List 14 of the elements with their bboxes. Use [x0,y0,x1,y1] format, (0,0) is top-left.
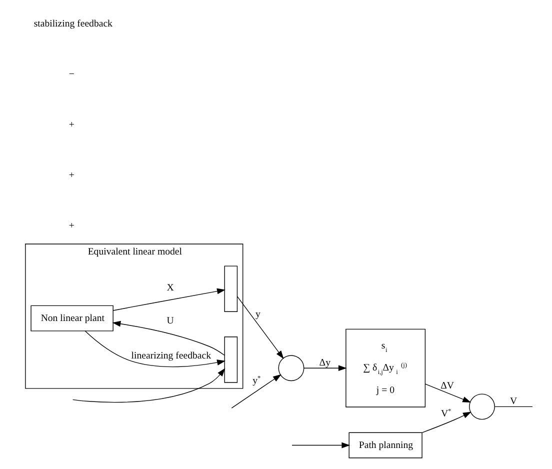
label: + [68,220,74,232]
edge-label: U [166,315,174,326]
edge-label: linearizing feedback [130,350,211,362]
edge-label: ΔV [440,380,454,392]
edge-label: Δy [318,357,330,368]
edge-label: y [254,309,260,320]
edge-label: V [510,396,517,408]
label: − [68,68,74,80]
label: + [68,170,74,181]
edge-label: y$^{*}$ [252,375,260,387]
edge-label: X [166,282,174,294]
label: + [68,119,74,130]
edge-label: V$^{*}$ [440,408,451,420]
label: stabilizing feedback [33,18,112,30]
